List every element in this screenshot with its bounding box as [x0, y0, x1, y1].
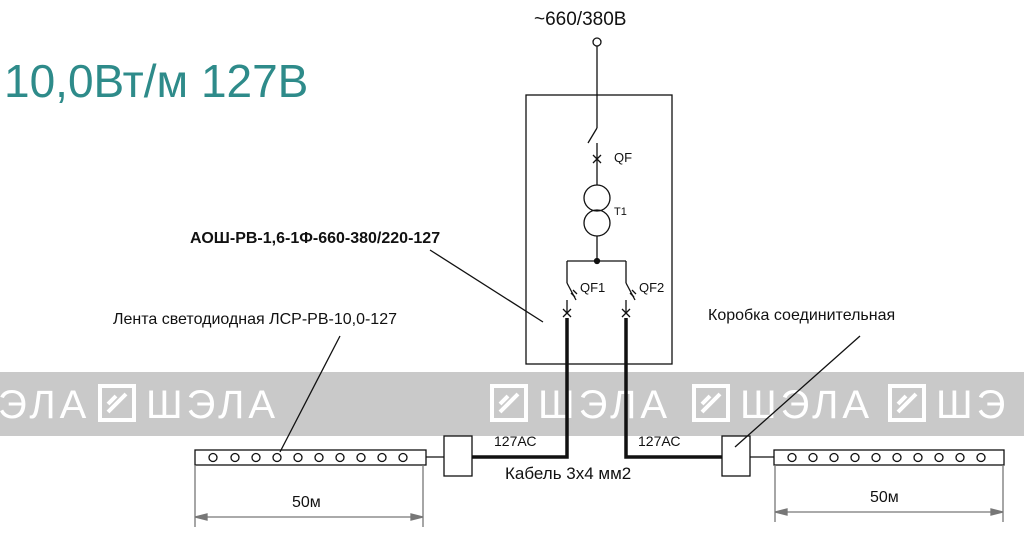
breaker-qf2-label: QF2: [639, 280, 665, 295]
svg-text:ШЭЛА: ШЭЛА: [146, 383, 279, 427]
transformer-t1: [583, 184, 611, 261]
voltage-label-left: 127АС: [494, 433, 537, 449]
svg-text:ШЭ: ШЭ: [936, 383, 1009, 427]
leader-led: [279, 335, 341, 453]
leader-box: [734, 335, 861, 448]
length-label-right: 50м: [870, 489, 899, 506]
junction-box-left: [443, 435, 473, 477]
page-title: 10,0Вт/м 127В: [4, 55, 309, 107]
voltage-label-right: 127АС: [638, 433, 681, 449]
length-label-left: 50м: [292, 494, 321, 511]
cable-right: [624, 318, 722, 459]
led-strip-left: [194, 449, 427, 466]
supply-voltage-label: ~660/380В: [534, 9, 627, 30]
breaker-qf1: [562, 261, 578, 318]
breaker-qf1-label: QF1: [580, 280, 606, 295]
watermark-logos: ЭЛА ШЭЛА ШЭЛА ШЭЛА ШЭ: [0, 383, 1009, 427]
svg-text:ШЭЛА: ШЭЛА: [538, 383, 671, 427]
svg-text:ШЭЛА: ШЭЛА: [740, 383, 873, 427]
watermark-logo-2: ШЭЛА: [98, 383, 279, 427]
cable-runs: [472, 318, 722, 459]
watermark-logo-3: ШЭЛА: [490, 383, 671, 427]
watermark-logo-5: ШЭ: [888, 383, 1009, 427]
cable-left: [472, 318, 569, 459]
breaker-qf-label: QF: [614, 150, 633, 165]
dimension-left: [194, 465, 424, 527]
leader-model: [429, 249, 544, 323]
transformer-label: T1: [614, 206, 627, 218]
breaker-qf2: [621, 261, 637, 318]
junction-box-right: [721, 435, 751, 477]
watermark-band: [0, 372, 1024, 436]
dimension-right: [774, 465, 1004, 522]
watermark-logo-1: ЭЛА: [0, 383, 90, 427]
breaker-qf: [587, 120, 602, 185]
supply-terminal: [592, 37, 602, 47]
cabinet-box: [525, 94, 673, 365]
cabinet-model-label: АОШ-РВ-1,6-1Ф-660-380/220-127: [190, 230, 441, 247]
watermark-logo-4: ШЭЛА: [692, 383, 873, 427]
led-strip-label: Лента светодиодная ЛСР-РВ-10,0-127: [113, 311, 397, 328]
cable-label: Кабель 3x4 мм2: [505, 464, 632, 483]
led-strip-right: [773, 449, 1005, 466]
junction-box-label: Коробка соединительная: [708, 307, 896, 324]
svg-text:ЭЛА: ЭЛА: [0, 383, 90, 427]
